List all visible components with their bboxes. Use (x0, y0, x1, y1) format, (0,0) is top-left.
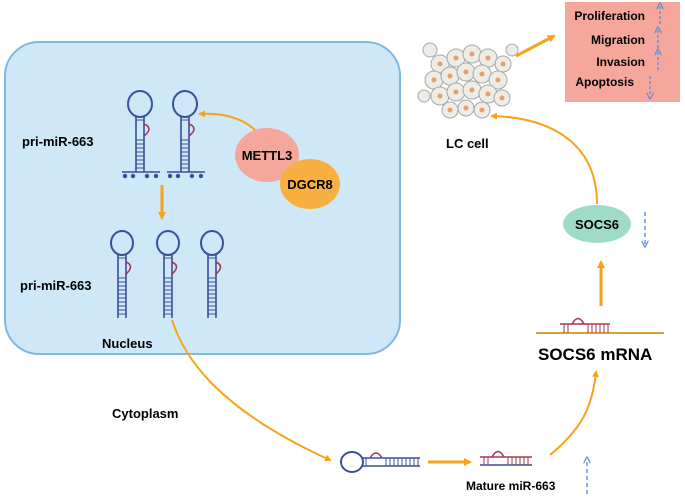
dgcr8-enzyme: DGCR8 (280, 159, 340, 209)
svg-text:METTL3: METTL3 (242, 148, 293, 163)
nucleus-label: Nucleus (102, 336, 153, 351)
socs6-mrna-label: SOCS6 mRNA (538, 345, 652, 364)
top-hairpin-2 (167, 90, 205, 179)
nucleus-compartment (4, 41, 401, 355)
mettl3-enzyme: METTL3 (235, 128, 299, 182)
cytoplasm-label: Cytoplasm (112, 406, 178, 421)
mature-mir-663-label: Mature miR-663 (466, 479, 556, 493)
mature-mir-663 (480, 450, 532, 466)
outcome-invasion-label: Invasion (596, 55, 645, 69)
export-arrow (171, 319, 332, 462)
socs6-protein: SOCS6 (563, 205, 631, 243)
cell-to-outcomes-arrow (515, 34, 556, 58)
mature-to-mrna-arrow (549, 370, 599, 456)
mettl3-to-hairpin-arrow (198, 110, 256, 131)
svg-text:SOCS6: SOCS6 (575, 217, 619, 232)
outcome-proliferation-label: Proliferation (574, 9, 645, 23)
bottom-hairpin-3 (200, 230, 224, 318)
bottom-hairpin-1 (110, 230, 134, 318)
lc-cell-label: LC cell (446, 136, 489, 151)
pri-mir-663-bottom-label: pri-miR-663 (20, 278, 92, 293)
outcome-apoptosis-label: Apoptosis (575, 75, 634, 89)
svg-text:DGCR8: DGCR8 (287, 177, 333, 192)
socs6-mrna (536, 317, 664, 334)
pre-mirna (340, 451, 420, 473)
pri-mir-663-top-label: pri-miR-663 (22, 134, 94, 149)
lc-cell-nuclei (431, 51, 506, 113)
outcome-migration-label: Migration (591, 33, 645, 47)
socs6-to-cell-arrow (490, 112, 598, 205)
bottom-hairpin-2 (156, 230, 180, 318)
top-hairpin-1 (122, 90, 160, 179)
